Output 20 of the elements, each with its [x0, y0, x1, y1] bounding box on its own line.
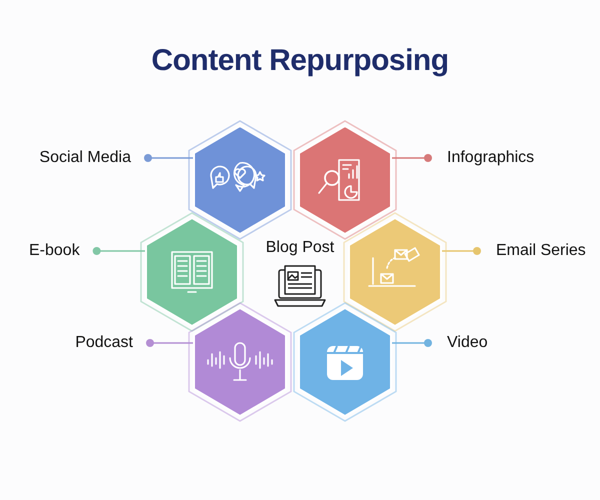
- hexagon-tile: [188, 302, 292, 422]
- leader-line: [144, 154, 194, 162]
- leader-line: [391, 154, 432, 162]
- label-text: Infographics: [447, 148, 534, 168]
- leader-line: [391, 339, 432, 347]
- label-text: E-book: [29, 241, 80, 261]
- leader-line: [441, 247, 481, 255]
- hexagon-tile: [188, 120, 292, 240]
- label-text: Podcast: [75, 333, 133, 353]
- hexagon-tile: [293, 120, 397, 240]
- hexagon-tile: [343, 212, 447, 332]
- hexagon-tile: [140, 212, 244, 332]
- leader-line: [146, 339, 194, 347]
- hexagon-tile: [293, 302, 397, 422]
- title: Content Repurposing: [150, 44, 450, 78]
- label-text: Social Media: [39, 148, 131, 168]
- label-text: Email Series: [496, 241, 586, 261]
- leader-line: [92, 247, 146, 255]
- label-text: Video: [447, 333, 488, 353]
- node-label: Blog Post: [266, 238, 334, 258]
